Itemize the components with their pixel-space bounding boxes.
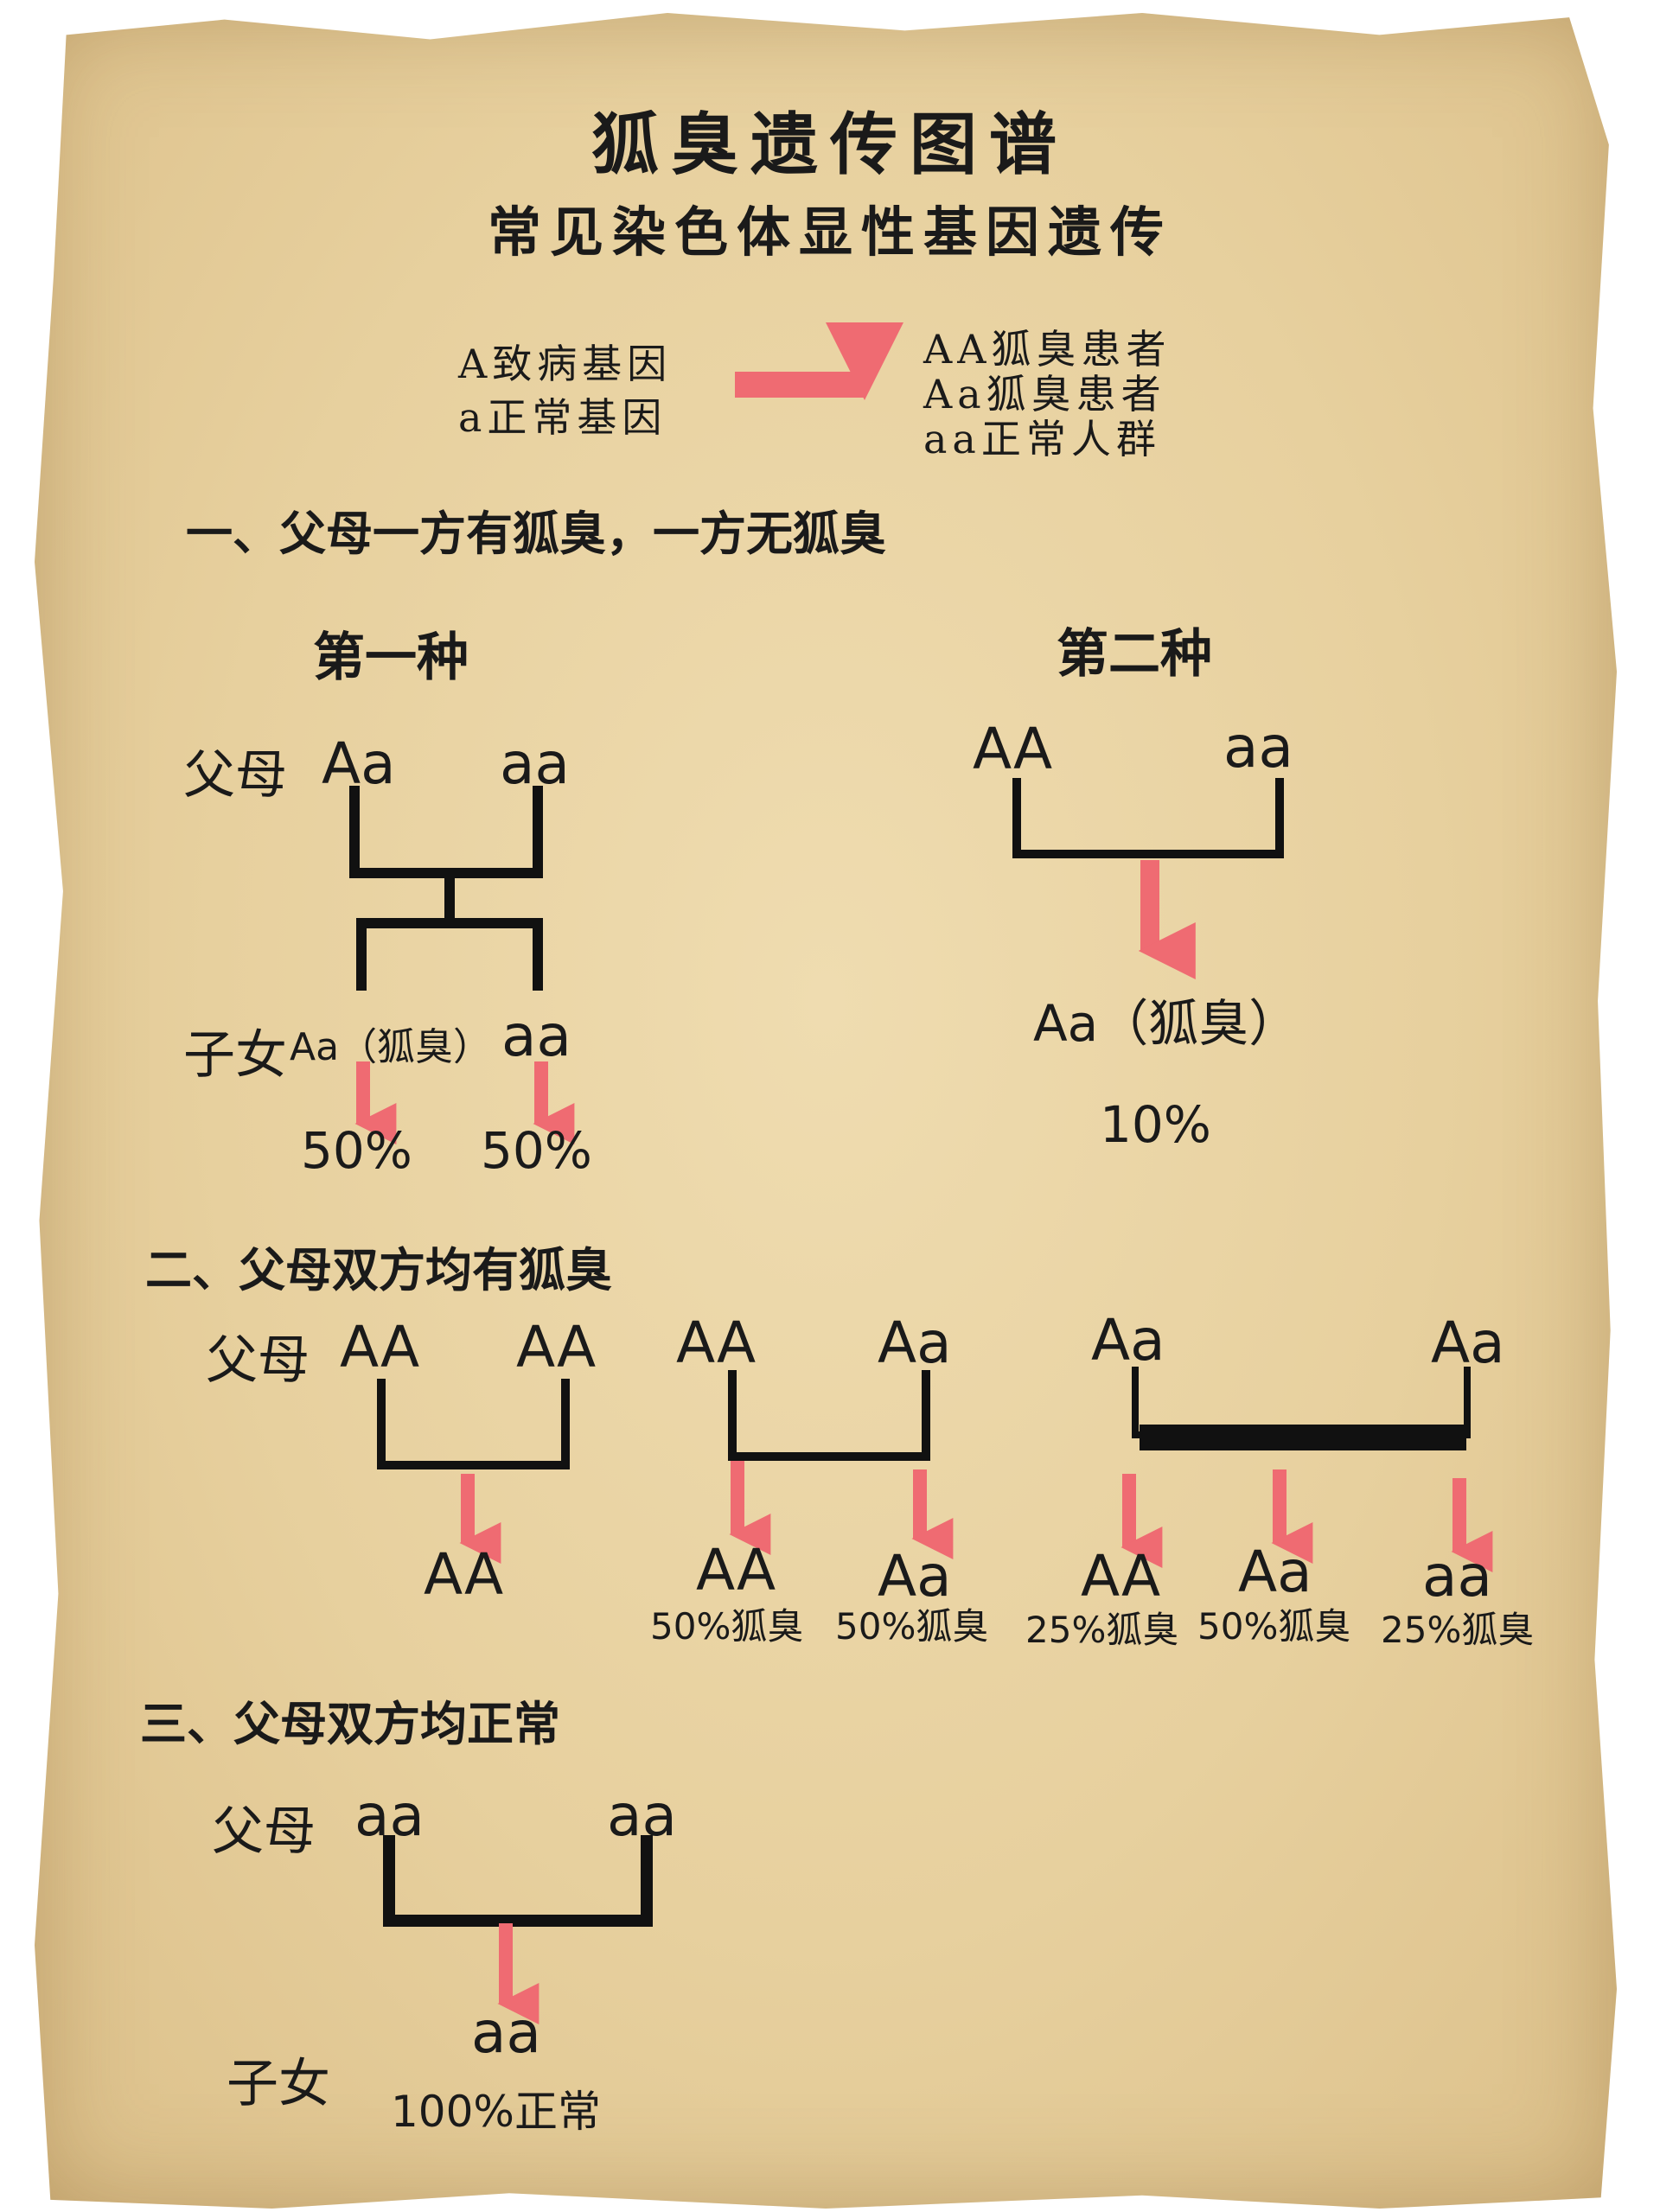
s3-parent-b: aa (607, 1782, 677, 1849)
s1c2-parent-a: AA (973, 716, 1053, 782)
s1c2-parent-b: aa (1223, 714, 1293, 781)
s2-cross2-pct-1: 50%狐臭 (650, 1605, 804, 1648)
s1-case2-title: 第二种 (1057, 624, 1212, 685)
s2-cross3-parent-b: Aa (1431, 1310, 1505, 1376)
s2-cross2-bracket (728, 1370, 930, 1461)
s1c1-child-bracket (356, 918, 543, 991)
s3-children-label: 子女 (227, 2054, 330, 2114)
s1c1-children-label: 子女 (183, 1025, 287, 1086)
legend-right-1: AA狐臭患者 (923, 326, 1172, 373)
s2-cross2-parent-b: Aa (878, 1310, 952, 1376)
page-subtitle: 常见染色体显性基因遗传 (487, 201, 1172, 264)
s1c1-pct-a: 50% (301, 1121, 412, 1180)
s1c1-parent-a: Aa (322, 730, 396, 797)
s2-cross2-parent-a: AA (676, 1310, 757, 1376)
s2-cross3-pct-3: 25%狐臭 (1381, 1609, 1535, 1651)
s1c1-parent-b: aa (500, 730, 570, 797)
page-title: 狐臭遗传图谱 (591, 105, 1069, 184)
s1c1-pct-b: 50% (481, 1121, 592, 1180)
s2-cross1-bracket (377, 1379, 570, 1469)
s2-cross3-child-3: aa (1422, 1543, 1492, 1610)
s2-cross3-child-2: Aa (1238, 1539, 1312, 1605)
section2-heading: 二、父母双方均有狐臭 (145, 1243, 612, 1297)
s2-cross1-child: AA (424, 1541, 504, 1608)
s1c1-parents-label: 父母 (183, 745, 287, 806)
section3-heading: 三、父母双方均正常 (140, 1697, 560, 1751)
s1c1-parent-bracket (349, 786, 543, 878)
s2-cross3-bar (1140, 1425, 1466, 1450)
s2-cross2-child-1: AA (696, 1537, 776, 1603)
s2-cross1-parent-a: AA (340, 1314, 420, 1380)
s1c2-bracket (1012, 778, 1284, 858)
s3-parent-a: aa (354, 1782, 425, 1849)
s2-cross3-parent-a: Aa (1091, 1307, 1165, 1374)
s1c1-child-a: Aa（狐臭） (290, 1025, 492, 1069)
s2-cross3-child-1: AA (1081, 1543, 1161, 1610)
s1c2-child: Aa（狐臭） (1033, 994, 1299, 1053)
legend-right-2: Aa狐臭患者 (923, 371, 1166, 418)
section1-heading: 一、父母一方有狐臭，一方无狐臭 (186, 507, 886, 561)
legend-left-1: A致病基因 (458, 341, 673, 387)
s2-cross2-pct-2: 50%狐臭 (835, 1605, 989, 1648)
s3-bracket (383, 1835, 653, 1927)
s2-cross2-child-2: Aa (878, 1543, 952, 1610)
s1-case1-title: 第一种 (313, 628, 469, 688)
s2-parents-label: 父母 (206, 1330, 310, 1391)
legend-left-2: a正常基因 (458, 394, 667, 441)
s1c1-child-b: aa (501, 1003, 571, 1069)
s3-pct: 100%正常 (391, 2087, 601, 2137)
legend-right-3: aa正常人群 (923, 416, 1161, 462)
s2-cross3-pct-2: 50%狐臭 (1197, 1605, 1351, 1648)
s2-cross3-pct-1: 25%狐臭 (1025, 1609, 1179, 1651)
s1c2-pct: 10% (1100, 1095, 1211, 1154)
s2-cross1-parent-b: AA (516, 1314, 597, 1380)
s3-parents-label: 父母 (212, 1801, 316, 1862)
s3-child: aa (471, 1999, 541, 2066)
